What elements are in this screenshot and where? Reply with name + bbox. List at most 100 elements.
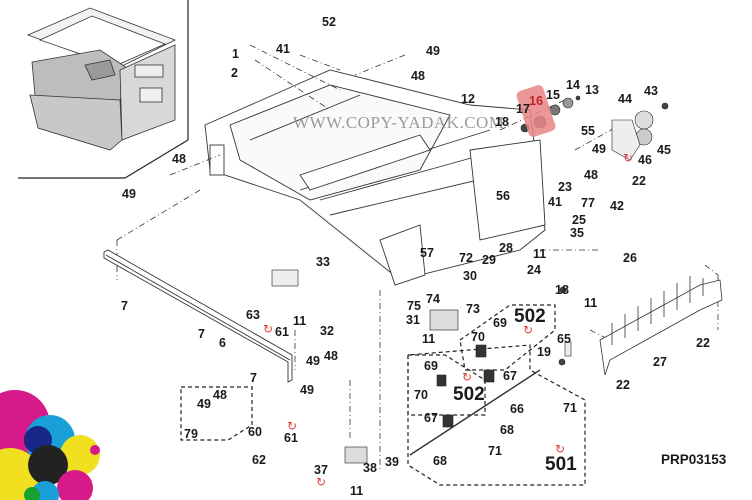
callout-45[interactable]: 45	[657, 143, 671, 157]
callout-30[interactable]: 30	[463, 269, 477, 283]
callout-49[interactable]: 49	[592, 142, 606, 156]
callout-68[interactable]: 68	[433, 454, 447, 468]
callout-19[interactable]: 19	[537, 345, 551, 359]
callout-57[interactable]: 57	[420, 246, 434, 260]
callout-67[interactable]: 67	[424, 411, 438, 425]
callout-7[interactable]: 7	[121, 299, 128, 313]
callout-48[interactable]: 48	[213, 388, 227, 402]
callout-75[interactable]: 75	[407, 299, 421, 313]
callout-11[interactable]: 11	[422, 332, 436, 346]
callout-6[interactable]: 6	[219, 336, 226, 350]
rotation-icon: ↻	[622, 151, 634, 165]
callout-48[interactable]: 48	[324, 349, 338, 363]
callout-48[interactable]: 48	[411, 69, 425, 83]
callout-43[interactable]: 43	[644, 84, 658, 98]
callout-71[interactable]: 71	[488, 444, 502, 458]
callout-22[interactable]: 22	[632, 174, 646, 188]
rotation-icon: ↻	[522, 323, 534, 337]
callout-56[interactable]: 56	[496, 189, 510, 203]
callout-49[interactable]: 49	[426, 44, 440, 58]
callout-41[interactable]: 41	[548, 195, 562, 209]
callout-60[interactable]: 60	[248, 425, 262, 439]
callout-17[interactable]: 17	[516, 102, 530, 116]
callout-12[interactable]: 12	[461, 92, 475, 106]
callout-35[interactable]: 35	[570, 226, 584, 240]
callout-15[interactable]: 15	[546, 88, 560, 102]
shaft-part-66	[409, 369, 541, 456]
callout-49[interactable]: 49	[122, 187, 136, 201]
callout-31[interactable]: 31	[406, 313, 420, 327]
callout-70[interactable]: 70	[414, 388, 428, 402]
callout-37[interactable]: 37	[314, 463, 328, 477]
kit-boxes	[180, 304, 586, 486]
callout-22[interactable]: 22	[696, 336, 710, 350]
callout-49[interactable]: 49	[197, 397, 211, 411]
kit-label-502-upper[interactable]: 502	[514, 306, 546, 327]
callout-26[interactable]: 26	[623, 251, 637, 265]
callout-33[interactable]: 33	[316, 255, 330, 269]
callout-41[interactable]: 41	[276, 42, 290, 56]
callout-14[interactable]: 14	[566, 78, 580, 92]
callout-69[interactable]: 69	[424, 359, 438, 373]
callout-25[interactable]: 25	[572, 213, 586, 227]
diagram-code-label: PRP03153	[661, 452, 727, 467]
kit-box-48-79	[180, 386, 253, 441]
callout-46[interactable]: 46	[638, 153, 652, 167]
callout-42[interactable]: 42	[610, 199, 624, 213]
callout-74[interactable]: 74	[426, 292, 440, 306]
callout-62[interactable]: 62	[252, 453, 266, 467]
callout-13[interactable]: 13	[585, 83, 599, 97]
callout-7[interactable]: 7	[250, 371, 257, 385]
callout-44[interactable]: 44	[618, 92, 632, 106]
callout-11[interactable]: 11	[533, 247, 547, 261]
rotation-icon: ↻	[262, 322, 274, 336]
callout-22[interactable]: 22	[616, 378, 630, 392]
callout-61[interactable]: 61	[284, 431, 298, 445]
callout-71[interactable]: 71	[563, 401, 577, 415]
callout-65[interactable]: 65	[557, 332, 571, 346]
callout-11[interactable]: 11	[293, 314, 307, 328]
callout-18[interactable]: 18	[495, 115, 509, 129]
callout-70[interactable]: 70	[471, 330, 485, 344]
callout-27[interactable]: 27	[653, 355, 667, 369]
rotation-icon: ↻	[461, 370, 473, 384]
callout-55[interactable]: 55	[581, 124, 595, 138]
callout-16[interactable]: 16	[529, 94, 543, 108]
callout-11[interactable]: 11	[584, 296, 598, 310]
callout-77[interactable]: 77	[581, 196, 595, 210]
callout-28[interactable]: 28	[499, 241, 513, 255]
callout-67[interactable]: 67	[503, 369, 517, 383]
callout-52[interactable]: 52	[322, 15, 336, 29]
watermark-text: WWW.COPY-YADAK.COM	[293, 113, 505, 132]
callout-48[interactable]: 48	[172, 152, 186, 166]
callout-61[interactable]: 61	[275, 325, 289, 339]
callout-49[interactable]: 49	[300, 383, 314, 397]
callout-24[interactable]: 24	[527, 263, 541, 277]
callout-68[interactable]: 68	[500, 423, 514, 437]
callout-38[interactable]: 38	[363, 461, 377, 475]
callout-1[interactable]: 1	[232, 47, 239, 61]
kit-label-501[interactable]: 501	[545, 454, 577, 475]
callout-18[interactable]: 18	[555, 283, 569, 297]
callout-49[interactable]: 49	[306, 354, 320, 368]
callout-11[interactable]: 11	[350, 484, 364, 498]
callout-39[interactable]: 39	[385, 455, 399, 469]
callout-32[interactable]: 32	[320, 324, 334, 338]
callout-7[interactable]: 7	[198, 327, 205, 341]
callout-29[interactable]: 29	[482, 253, 496, 267]
callout-48[interactable]: 48	[584, 168, 598, 182]
main-frame	[204, 69, 546, 286]
kit-label-502-lower[interactable]: 502	[453, 384, 485, 405]
callout-69[interactable]: 69	[493, 316, 507, 330]
callout-63[interactable]: 63	[246, 308, 260, 322]
callout-73[interactable]: 73	[466, 302, 480, 316]
callout-72[interactable]: 72	[459, 251, 473, 265]
callout-79[interactable]: 79	[184, 427, 198, 441]
paper-guide-part-27	[599, 276, 723, 376]
color-circles-logo	[0, 390, 100, 500]
machine-overview-inset	[18, 0, 189, 179]
callout-2[interactable]: 2	[231, 66, 238, 80]
callout-23[interactable]: 23	[558, 180, 572, 194]
callout-66[interactable]: 66	[510, 402, 524, 416]
